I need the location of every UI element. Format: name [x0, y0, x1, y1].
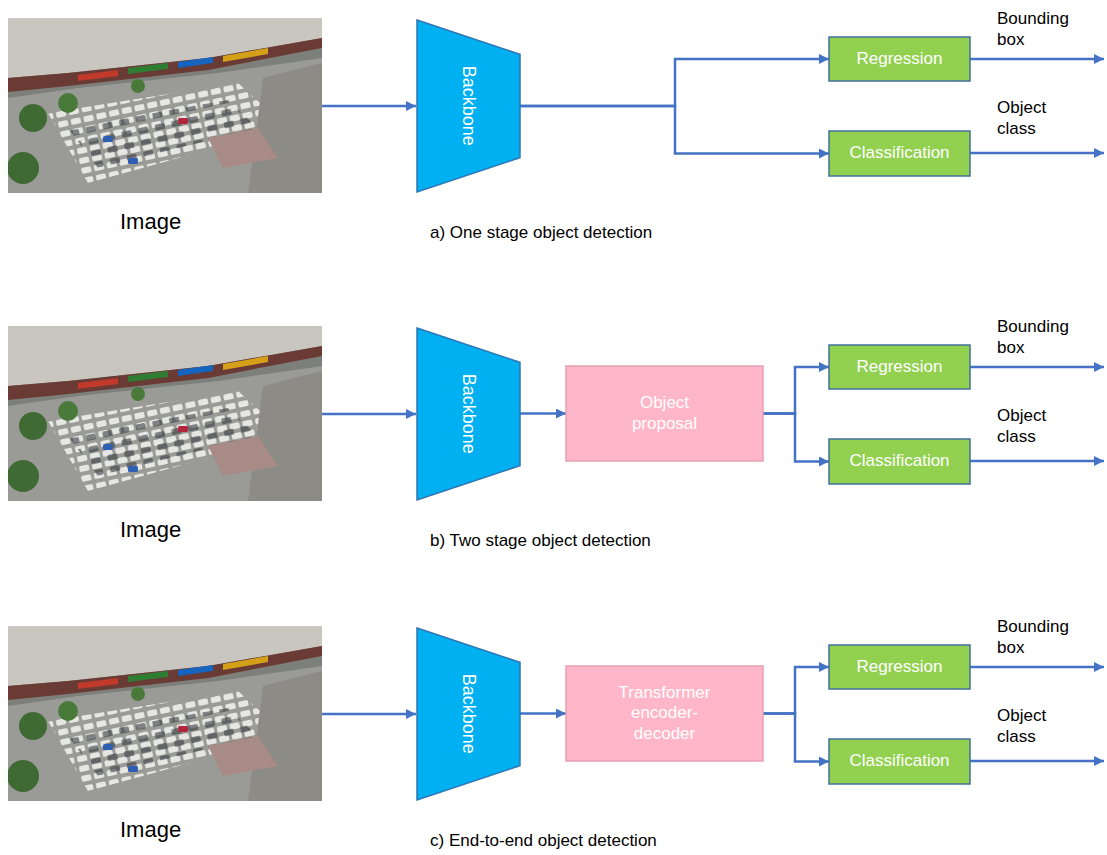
flow-arrow	[520, 106, 829, 154]
output-label: Bounding box	[997, 8, 1081, 51]
node-text: Classification	[849, 143, 949, 163]
regression-head: Regression	[829, 345, 970, 389]
output-label: Object class	[997, 405, 1081, 448]
input-arrow	[322, 713, 416, 716]
output-label: Bounding box	[997, 616, 1081, 659]
output-arrow	[970, 666, 1104, 669]
output-arrow	[970, 366, 1104, 369]
output-arrow	[970, 460, 1104, 463]
flow-arrow	[520, 712, 566, 715]
output-label: Object class	[997, 97, 1081, 140]
output-label: Bounding box	[997, 316, 1081, 359]
flow-arrow	[520, 59, 829, 106]
caption: c) End-to-end object detection	[430, 830, 750, 851]
output-arrow	[970, 152, 1104, 155]
flow-arrow	[520, 412, 566, 415]
process-box: Transformer encoder-decoder	[566, 666, 763, 761]
node-text: Transformer encoder-decoder	[609, 683, 721, 744]
backbone-block: Backbone	[417, 20, 520, 192]
process-box: Object proposal	[566, 366, 763, 461]
flow-arrow	[763, 667, 829, 714]
parking-photo	[7, 326, 322, 501]
output-arrow	[970, 760, 1104, 763]
node-text: Backbone	[458, 66, 480, 146]
node-text: Regression	[857, 49, 943, 69]
output-arrow	[970, 58, 1104, 61]
flow-arrow	[763, 367, 829, 414]
node-text: Object proposal	[609, 393, 721, 434]
node-text: Regression	[857, 657, 943, 677]
image-label: Image	[120, 516, 210, 544]
node-text: Backbone	[458, 674, 480, 754]
node-text: Regression	[857, 357, 943, 377]
regression-head: Regression	[829, 645, 970, 689]
backbone-block: Backbone	[417, 328, 520, 500]
regression-head: Regression	[829, 37, 970, 81]
classification-head: Classification	[829, 739, 970, 784]
image-label: Image	[120, 208, 210, 236]
parking-photo	[7, 626, 322, 801]
classification-head: Classification	[829, 439, 970, 484]
node-text: Classification	[849, 451, 949, 471]
output-label: Object class	[997, 705, 1081, 748]
node-text: Classification	[849, 751, 949, 771]
caption: b) Two stage object detection	[430, 530, 750, 551]
classification-head: Classification	[829, 131, 970, 176]
flow-arrow	[763, 414, 829, 462]
flow-arrow	[763, 714, 829, 762]
parking-photo	[7, 18, 322, 193]
input-arrow	[322, 413, 416, 416]
node-text: Backbone	[458, 374, 480, 454]
input-arrow	[322, 105, 416, 108]
image-label: Image	[120, 816, 210, 844]
caption: a) One stage object detection	[430, 222, 750, 243]
backbone-block: Backbone	[417, 628, 520, 800]
